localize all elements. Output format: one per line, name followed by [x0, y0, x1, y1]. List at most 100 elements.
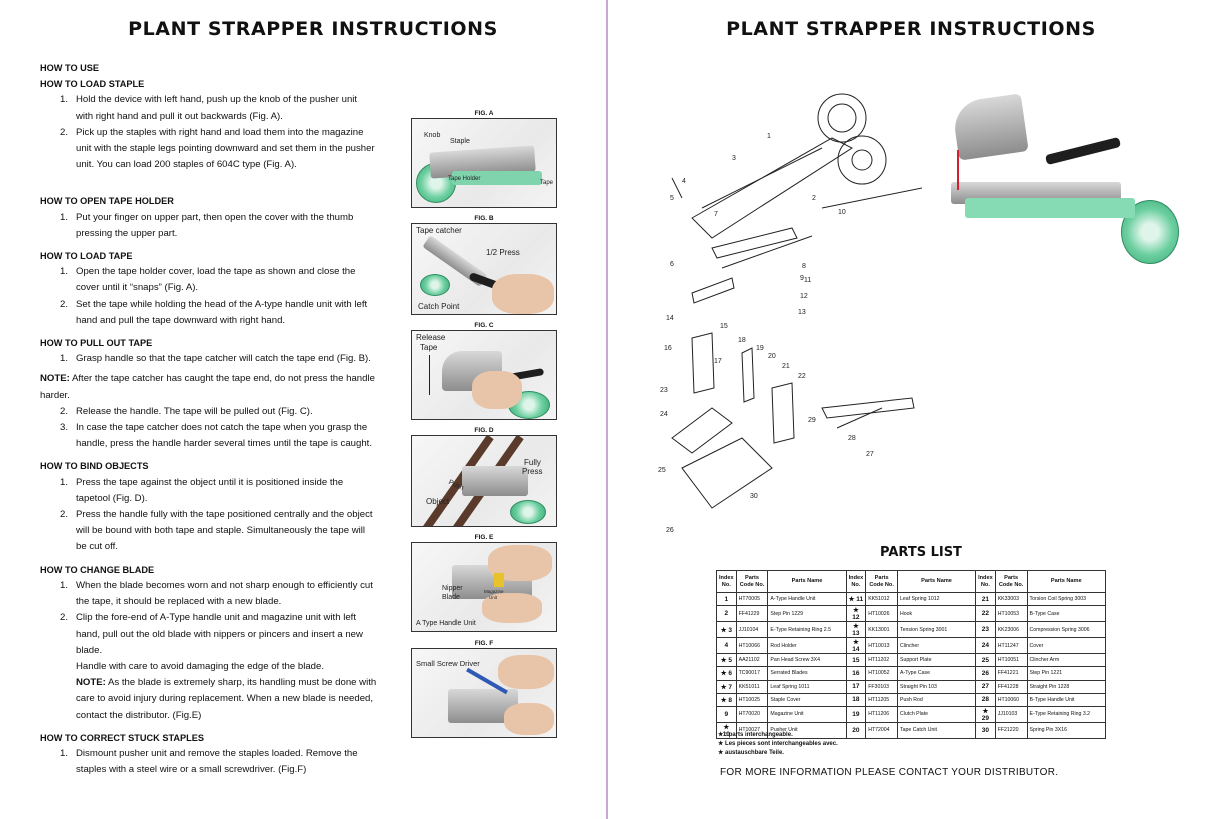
- bind-objects-list: 1.Press the tape against the object unti…: [40, 475, 396, 556]
- part-index: ★ 8: [716, 692, 737, 707]
- part-name: Tape Catch Unit: [897, 721, 977, 739]
- part-index: ★ 3: [716, 621, 737, 639]
- part-code: HT70005: [735, 591, 769, 607]
- fig-e-label: FIG. E: [474, 534, 494, 541]
- diagram-label-1: 1: [767, 133, 771, 140]
- list-item: 1.Press the tape against the object unti…: [40, 475, 396, 507]
- pull-out-tape-list: 1.Grasp handle so that the tape catcher …: [40, 351, 396, 367]
- parts-header-cell: Parts Code No.: [735, 570, 769, 593]
- part-name: Support Plate: [897, 653, 977, 668]
- diagram-label-4: 4: [682, 178, 686, 185]
- note-label: NOTE:: [76, 677, 106, 689]
- fig-c-tag-release: Release: [416, 333, 446, 342]
- part-name: Push Rod: [897, 692, 977, 707]
- diagram-label-6: 6: [670, 261, 674, 268]
- part-name: A-Type Handle Unit: [767, 591, 847, 607]
- part-index: ★ 11: [845, 591, 867, 607]
- how-to-use-heading: HOW TO USE: [40, 63, 100, 73]
- fig-f-label: FIG. F: [474, 640, 494, 647]
- part-code: HT10013: [865, 637, 899, 655]
- load-staple-list: 1.Hold the device with left hand, push u…: [40, 92, 396, 173]
- fig-a-tag-tape: Tape: [540, 180, 554, 186]
- fig-e-image: Nipper Blade Magazine Unit A Type Handle…: [411, 542, 557, 632]
- contact-distributor-text: FOR MORE INFORMATION PLEASE CONTACT YOUR…: [720, 767, 1059, 778]
- part-code: HT72004: [865, 721, 899, 739]
- fig-d-tag-object: Object: [426, 497, 450, 506]
- list-item-number: 1.: [59, 579, 68, 591]
- part-code: HT10052: [865, 666, 899, 681]
- list-item-number: 1.: [59, 747, 68, 759]
- list-item: 1.Open the tape holder cover, load the t…: [40, 264, 396, 296]
- diagram-label-2: 2: [812, 195, 816, 202]
- parts-header-cell: Index No.: [716, 570, 737, 593]
- part-index: ★ 6: [716, 666, 737, 681]
- part-code: KK23006: [994, 621, 1028, 639]
- part-name: Tension Spring 3001: [897, 621, 977, 639]
- list-item-text: Clip the fore-end of A-Type handle unit …: [76, 612, 363, 656]
- list-item: 2.Pick up the staples with right hand an…: [40, 125, 396, 174]
- part-code: HT10060: [994, 692, 1028, 707]
- part-index: ★ 14: [845, 637, 867, 655]
- list-item-number: 2.: [59, 509, 68, 521]
- part-name: B-Type Handle Unit: [1026, 692, 1106, 707]
- diagram-label-28: 28: [848, 435, 856, 442]
- part-name: Torsion Coil Spring 3003: [1026, 591, 1106, 607]
- diagram-label-26: 26: [666, 527, 674, 534]
- part-index: 21: [975, 591, 996, 607]
- parts-header-cell: Parts Code No.: [994, 570, 1028, 593]
- part-code: HT10066: [735, 637, 769, 655]
- list-item: 2.Set the tape while holding the head of…: [40, 297, 396, 329]
- diagram-label-21: 21: [782, 363, 790, 370]
- part-index: ★ 5: [716, 653, 737, 668]
- part-code: HT11205: [865, 692, 899, 707]
- part-code: KK51011: [735, 679, 769, 694]
- exploded-parts-diagram: 1 2 3 4 5 6 7 8 9 10 11 12 13 14 15 16 1…: [658, 93, 922, 534]
- diagram-label-27: 27: [866, 451, 874, 458]
- part-name: Step Pin 1221: [1026, 666, 1106, 681]
- diagram-label-8: 8: [802, 263, 806, 270]
- list-item-text: Put your finger on upper part, then open…: [76, 211, 354, 239]
- list-item: 1.Hold the device with left hand, push u…: [40, 92, 396, 124]
- part-index: 20: [845, 721, 867, 739]
- change-blade-list: 1.When the blade becomes worn and not sh…: [40, 578, 396, 659]
- parts-header-cell: Index No.: [845, 570, 867, 593]
- part-name: B-Type Case: [1026, 605, 1106, 623]
- list-item: 1.Put your finger on upper part, then op…: [40, 210, 396, 242]
- part-name: Spring Pin 3X16: [1026, 721, 1106, 739]
- fig-b-image: Tape catcher 1/2 Press Catch Point: [411, 223, 557, 315]
- part-index: 17: [845, 679, 867, 694]
- part-name: Clincher Arm: [1026, 653, 1106, 668]
- part-code: FF41228: [994, 679, 1028, 694]
- diagram-label-10: 10: [838, 209, 846, 216]
- diagram-label-23: 23: [660, 387, 668, 394]
- fig-e-tag-magazine: Magazine: [484, 589, 504, 594]
- list-item-text: Pick up the staples with right hand and …: [76, 126, 375, 171]
- part-code: HT10025: [735, 692, 769, 707]
- fig-a-tag-staple: Staple: [450, 138, 470, 145]
- part-code: FF41221: [994, 666, 1028, 681]
- parts-header-row: Index No. Parts Code No. Parts Name Inde…: [716, 570, 1106, 593]
- fig-d-tag-fully: Fully: [524, 458, 541, 467]
- part-code: HT10026: [865, 605, 899, 623]
- list-item-text: Press the tape against the object until …: [76, 476, 344, 504]
- parts-header-cell: Parts Name: [767, 570, 847, 593]
- left-page-title: PLANT STRAPPER INSTRUCTIONS: [128, 18, 498, 40]
- part-name: Cover: [1026, 637, 1106, 655]
- part-index: 1: [716, 591, 737, 607]
- part-name: Staple Cover: [767, 692, 847, 707]
- fig-d-label: FIG. D: [474, 427, 494, 434]
- star-note: ★ austauschbare Teile.: [718, 750, 784, 756]
- fig-b-tag-tape-catcher: Tape catcher: [416, 226, 462, 235]
- part-code: HT10053: [994, 605, 1028, 623]
- part-index: 27: [975, 679, 996, 694]
- list-item: 1.When the blade becomes worn and not sh…: [40, 578, 396, 610]
- fig-e-tag-unit: Unit: [489, 595, 498, 600]
- fig-d-tag-press: Press: [522, 467, 543, 476]
- bind-objects-heading: HOW TO BIND OBJECTS: [40, 461, 149, 472]
- list-item-text: Hold the device with left hand, push up …: [76, 94, 358, 122]
- diagram-label-5: 5: [670, 195, 674, 202]
